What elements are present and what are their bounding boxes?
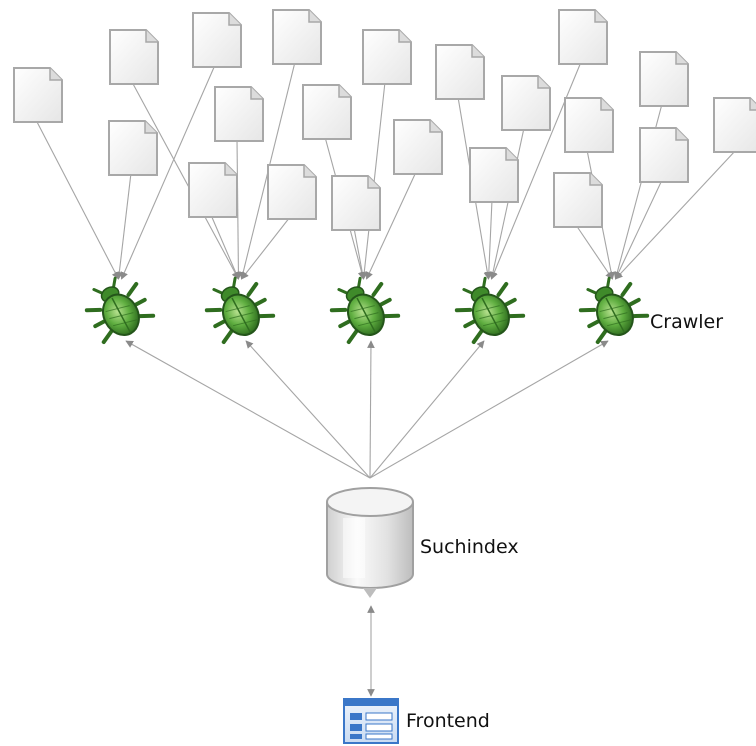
document-icon (331, 175, 381, 231)
frontend-label: Frontend (406, 710, 490, 732)
document-icon (302, 84, 352, 140)
crawler-label: Crawler (650, 311, 723, 333)
document-icon (13, 67, 63, 123)
document-icon (108, 120, 158, 176)
bug-icon (578, 276, 650, 345)
document-icon (192, 12, 242, 68)
index-crawler-edge (125, 340, 371, 479)
document-icon (564, 97, 614, 153)
document-crawler-edge (120, 64, 216, 280)
document-icon (501, 75, 551, 131)
document-icon (272, 9, 322, 65)
document-icon (639, 127, 689, 183)
document-crawler-edge (131, 81, 239, 280)
document-crawler-edge (365, 171, 417, 280)
index-crawler-edge (369, 340, 609, 479)
document-icon (267, 164, 317, 220)
document-crawler-edge (360, 81, 386, 280)
index-crawler-edge (369, 340, 485, 479)
document-icon (214, 86, 264, 142)
index-crawler-edge (245, 340, 371, 479)
document-icon (558, 9, 608, 65)
document-icon (469, 147, 519, 203)
document-crawler-edge (115, 172, 132, 280)
document-icon (362, 29, 412, 85)
document-crawler-edge (353, 227, 367, 280)
window-form-icon (343, 698, 399, 744)
document-crawler-edge (210, 214, 240, 280)
document-icon (553, 172, 603, 228)
document-crawler-edge (575, 224, 613, 280)
document-crawler-edge (35, 119, 119, 280)
document-icon (188, 162, 238, 218)
bug-icon (204, 276, 276, 345)
document-crawler-edge (614, 179, 663, 280)
document-icon (713, 97, 756, 153)
document-icon (435, 44, 485, 100)
document-crawler-edge (241, 216, 291, 280)
document-crawler-edge (484, 199, 493, 280)
bug-icon (329, 276, 401, 345)
document-icon (109, 29, 159, 85)
document-icon (393, 119, 443, 175)
documents-layer (13, 9, 756, 231)
database-cylinder-icon (326, 487, 414, 598)
crawlers-layer (84, 276, 650, 345)
document-icon (639, 51, 689, 107)
document-crawler-edge (614, 149, 737, 280)
document-crawler-edge (489, 127, 525, 280)
bug-icon (454, 276, 526, 345)
index-crawler-edge (367, 340, 375, 479)
bug-icon (84, 276, 156, 345)
suchindex-label: Suchindex (420, 536, 519, 558)
